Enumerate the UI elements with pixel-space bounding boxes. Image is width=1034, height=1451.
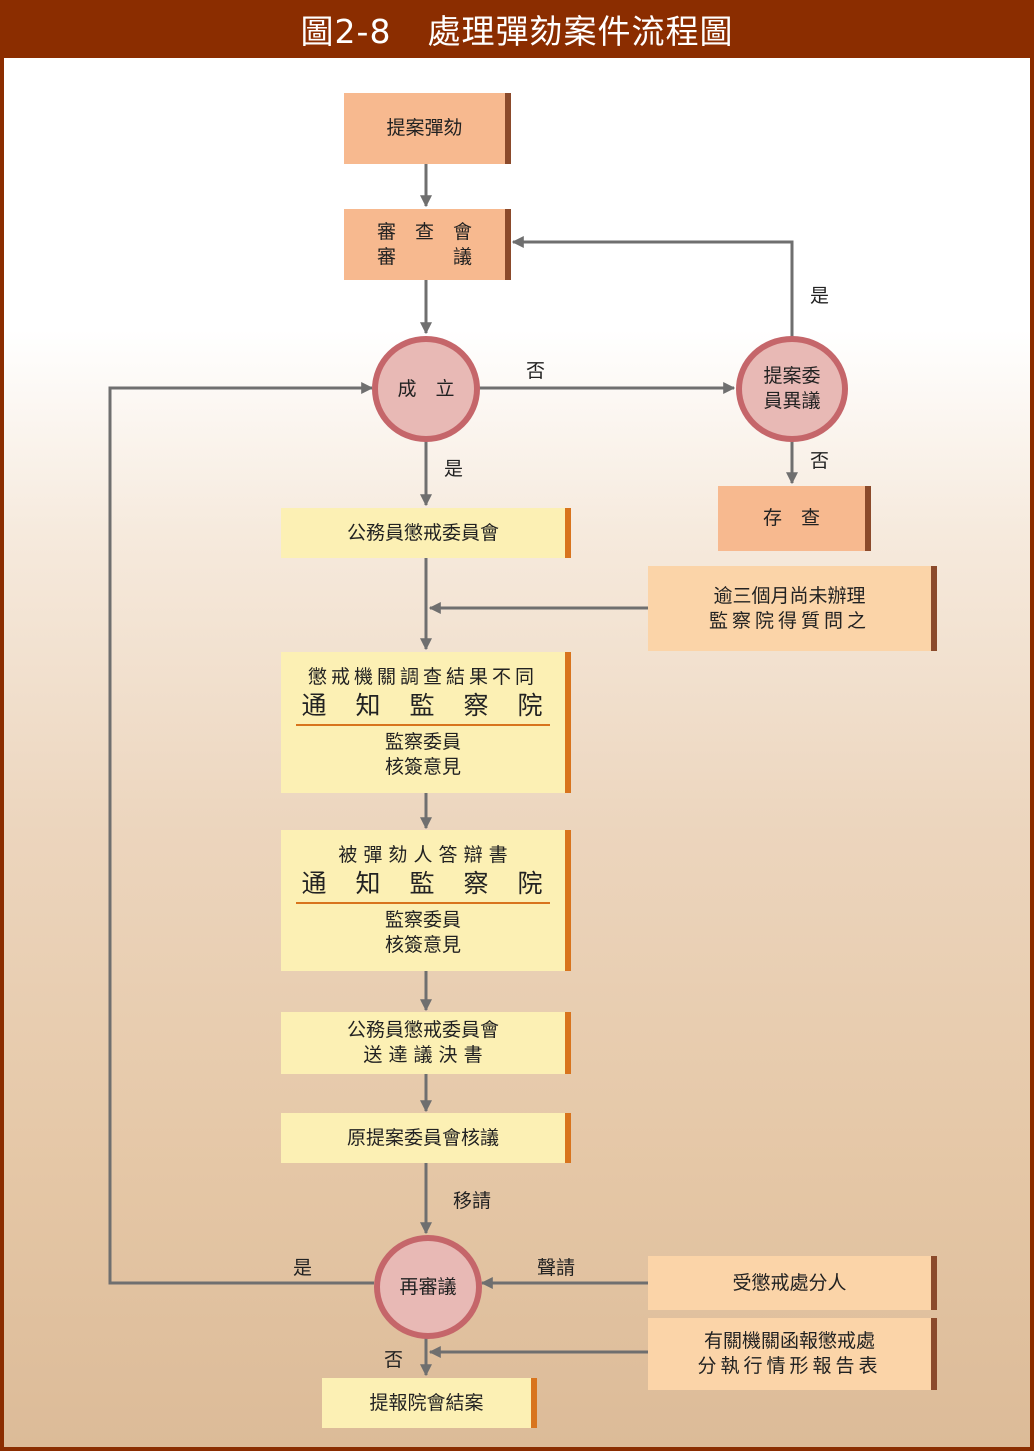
node-execution-report-line1: 有關機關函報懲戒處 [703, 1330, 875, 1352]
node-overdue: 逾三個月尚未辦理 監察院得質問之 [648, 566, 937, 651]
node-objection-line2: 員異議 [763, 390, 821, 412]
node-different-line2: 通 知 監 察 院 [301, 691, 545, 720]
label-petition: 聲請 [537, 1257, 576, 1279]
label-yes-rereview: 是 [293, 1257, 313, 1279]
label-no-established: 否 [526, 360, 546, 382]
title-bar: 圖2-8 處理彈劾案件流程圖 [0, 0, 1034, 58]
node-decision-line2: 送 達 議 決 書 [363, 1044, 483, 1066]
node-review: 審 查 會 審 議 [344, 209, 511, 280]
node-overdue-line2: 監察院得質問之 [708, 609, 870, 632]
node-execution-report-line2: 分執行情形報告表 [697, 1355, 882, 1377]
label-yes-established: 是 [444, 458, 464, 480]
node-original-review-label: 原提案委員會核議 [346, 1126, 499, 1149]
node-different-line4: 核簽意見 [384, 756, 461, 778]
node-propose-label: 提案彈劾 [386, 117, 463, 139]
node-close-case-label: 提報院會結案 [369, 1391, 484, 1414]
node-original-review: 原提案委員會核議 [281, 1113, 571, 1163]
figure-title: 處理彈劾案件流程圖 [427, 12, 734, 51]
node-objection: 提案委 員異議 [736, 336, 848, 442]
arrow-objection-yes-to-review [511, 236, 794, 338]
node-punished-person: 受懲戒處分人 [648, 1256, 937, 1310]
node-review-line2: 審 議 [376, 245, 472, 268]
node-different-result: 懲戒機關調查結果不同 通 知 監 察 院 監察委員 核簽意見 [281, 652, 571, 793]
node-decision: 公務員懲戒委員會 送 達 議 決 書 [281, 1012, 571, 1074]
node-defense-line2: 通 知 監 察 院 [301, 869, 545, 898]
label-no-objection: 否 [810, 450, 830, 472]
node-different-line1: 懲戒機關調查結果不同 [307, 666, 538, 688]
node-rereview-label: 再審議 [399, 1275, 457, 1298]
node-review-line1: 審 查 會 [376, 220, 472, 243]
node-objection-line1: 提案委 [763, 365, 821, 387]
node-punished-person-label: 受懲戒處分人 [732, 1271, 847, 1294]
node-propose: 提案彈劾 [344, 93, 511, 164]
label-transfer: 移請 [453, 1190, 492, 1212]
arrow-rereview-yes-loop [108, 382, 374, 1285]
node-defense: 被 彈 劾 人 答 辯 書 通 知 監 察 院 監察委員 核簽意見 [281, 830, 571, 971]
node-different-line3: 監察委員 [384, 731, 461, 753]
node-committee-label: 公務員懲戒委員會 [346, 521, 499, 544]
node-committee: 公務員懲戒委員會 [281, 508, 571, 558]
figure-number: 圖2-8 [300, 12, 392, 51]
node-established: 成 立 [372, 336, 480, 442]
node-defense-line1: 被 彈 劾 人 答 辯 書 [338, 844, 508, 866]
node-defense-line4: 核簽意見 [384, 934, 461, 956]
divider [296, 902, 550, 904]
node-execution-report: 有關機關函報懲戒處 分執行情形報告表 [648, 1318, 937, 1390]
label-yes-objection: 是 [810, 285, 830, 307]
divider [296, 724, 550, 726]
node-established-label: 成 立 [397, 377, 455, 400]
node-close-case: 提報院會結案 [322, 1378, 537, 1428]
node-overdue-line1: 逾三個月尚未辦理 [713, 584, 866, 607]
node-rereview: 再審議 [374, 1235, 482, 1339]
label-no-rereview: 否 [384, 1349, 404, 1371]
node-decision-line1: 公務員懲戒委員會 [346, 1019, 499, 1041]
node-archive: 存 查 [718, 486, 871, 551]
node-archive-label: 存 查 [762, 507, 820, 529]
node-defense-line3: 監察委員 [384, 909, 461, 931]
